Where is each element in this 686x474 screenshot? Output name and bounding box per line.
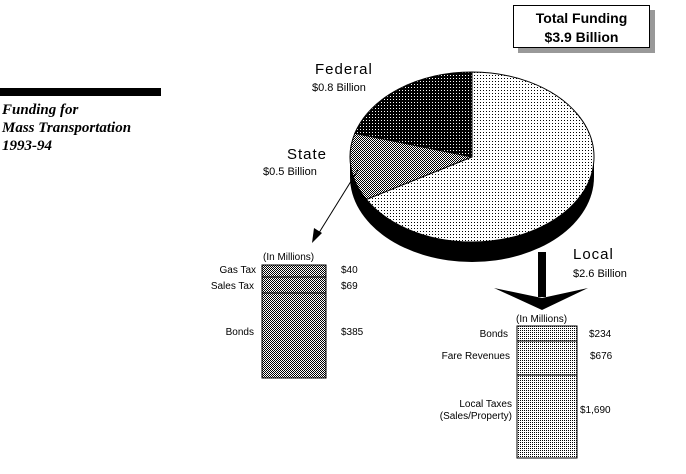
local-value: $2.6 Billion [573, 268, 627, 280]
state-bar [261, 264, 327, 379]
title-line: Mass Transportation [2, 120, 132, 136]
segment-label: Gas Tax [219, 265, 257, 276]
segment-label: Fare Revenues [441, 351, 510, 362]
pie-slice-local [365, 71, 595, 243]
segment-label: Local Taxes (Sales/Property) [440, 399, 512, 423]
federal-label: Federal [315, 61, 373, 78]
pie-slice-federal [354, 71, 473, 158]
local-label: Local [573, 246, 614, 263]
segment-label: Bonds [225, 327, 254, 338]
title-line: 1993-94 [2, 138, 52, 154]
segment-label: Sales Tax [210, 281, 254, 292]
segment-value: $1,690 [580, 405, 611, 416]
segment-value: $40 [341, 265, 358, 276]
local-unit-label: (In Millions) [516, 314, 568, 325]
state-value: $0.5 Billion [263, 166, 317, 178]
local-bar [516, 325, 578, 459]
state-arrowhead [312, 228, 322, 243]
segment-value: $234 [589, 329, 612, 340]
federal-value: $0.8 Billion [312, 82, 366, 94]
pie-slice-state [349, 132, 474, 201]
segment-label-line: Local Taxes [459, 399, 512, 410]
total-line1: Total Funding [535, 10, 628, 26]
local-arrowhead [494, 288, 588, 310]
segment-label: Bonds [479, 329, 508, 340]
state-arrow-line [316, 169, 359, 237]
figure-title: Funding for Mass Transportation 1993-94 [2, 101, 131, 155]
state-label: State [287, 146, 328, 163]
segment-value: $385 [341, 327, 364, 338]
segment-value: $69 [341, 281, 358, 292]
total-line2: $3.9 Billion [544, 29, 619, 45]
total-funding-box: Total Funding $3.9 Billion [513, 5, 650, 48]
local-arrow-shaft [538, 252, 546, 297]
title-rule [0, 88, 161, 96]
state-unit-label: (In Millions) [263, 252, 315, 263]
segment-value: $676 [590, 351, 613, 362]
segment-label-line: (Sales/Property) [439, 411, 512, 422]
title-line: Funding for [2, 102, 79, 118]
